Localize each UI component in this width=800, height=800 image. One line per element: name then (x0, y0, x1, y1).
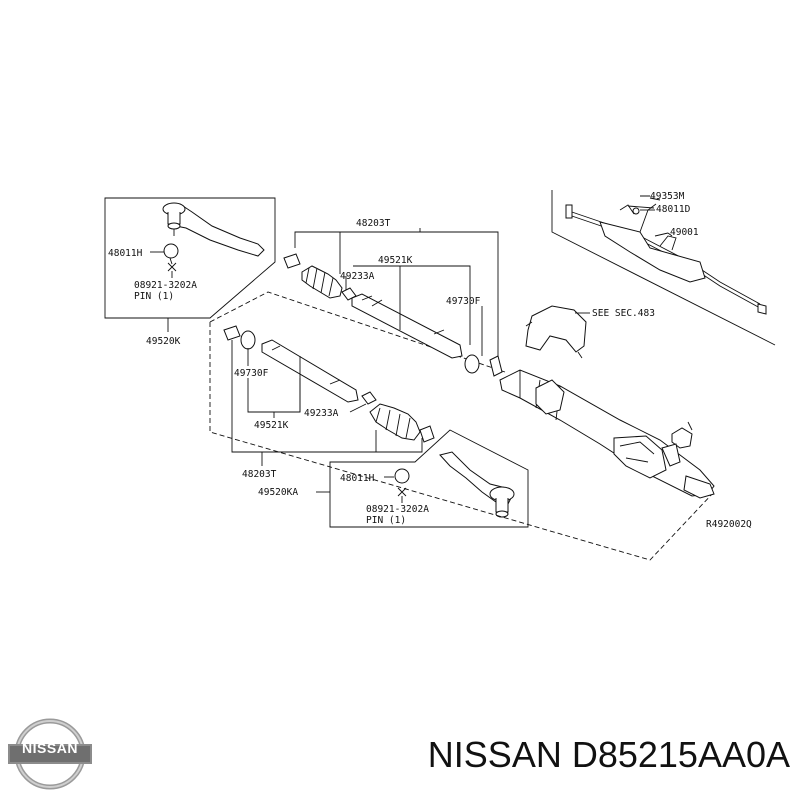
lower-inner-parts (223, 325, 435, 443)
label-48203T-bottom: 48203T (242, 469, 277, 480)
label-49520KA: 49520KA (258, 487, 298, 498)
label-49730F-top: 49730F (446, 296, 481, 307)
upper-inner-parts (283, 253, 503, 377)
label-49233A-top: 49233A (340, 271, 375, 282)
part-number-title: NISSAN D85215AA0A (427, 734, 790, 775)
footer: NISSAN NISSAN D85215AA0A (0, 710, 800, 800)
label-49353M: 49353M (650, 191, 685, 202)
label-48011H-bottom: 48011H (340, 473, 375, 484)
overview-inset (551, 190, 776, 346)
label-see-sec: SEE SEC.483 (592, 308, 655, 319)
steering-rack-housing (499, 369, 715, 499)
label-49001: 49001 (670, 227, 699, 238)
label-pin-bottom: PIN (1) (366, 515, 406, 526)
label-48203T-top: 48203T (356, 218, 391, 229)
label-49521K-top: 49521K (378, 255, 413, 266)
label-49233A-bottom: 49233A (304, 408, 339, 419)
tie-rod-end-box-top (104, 197, 276, 319)
label-48011H-top: 48011H (108, 248, 143, 259)
label-08921-bottom: 08921-3202A (366, 504, 429, 515)
leader-lines (150, 195, 669, 493)
label-48011D: 48011D (656, 204, 691, 215)
exploded-boundary (209, 291, 715, 561)
label-pin-top: PIN (1) (134, 291, 174, 302)
see-sec-bracket (525, 305, 587, 359)
label-49520K: 49520K (146, 336, 181, 347)
label-49521K-bottom: 49521K (254, 420, 289, 431)
part-labels: 48203T 49353M 48011D 49001 48011H 49521K… (108, 191, 752, 530)
label-08921-top: 08921-3202A (134, 280, 197, 291)
logo-text: NISSAN (22, 740, 78, 756)
label-49730F-bottom: 49730F (234, 368, 269, 379)
label-diagram-code: R492002Q (706, 519, 752, 530)
nissan-logo (8, 718, 92, 790)
tie-rod-end-box-bottom (329, 429, 529, 528)
